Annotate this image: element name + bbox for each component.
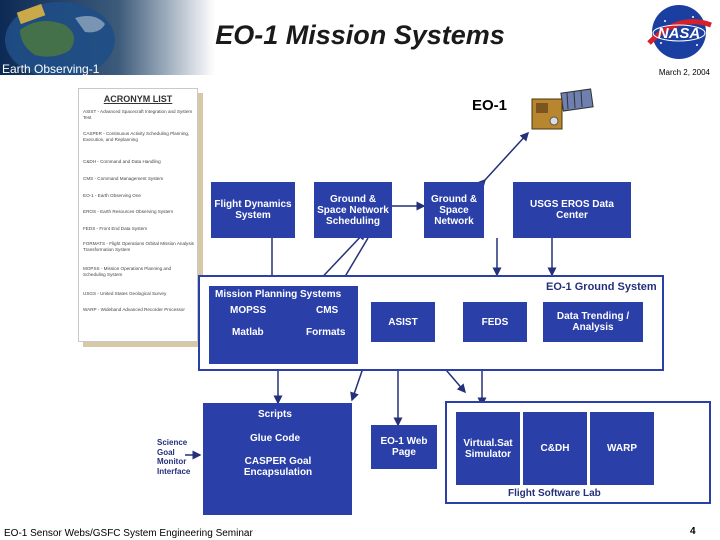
gsn-scheduling-box: Ground & Space Network Scheduling	[314, 182, 392, 238]
mopss-label: MOPSS	[230, 305, 267, 316]
asist-box: ASIST	[371, 302, 435, 342]
formats-label: Formats	[306, 327, 346, 338]
cms-label: CMS	[316, 305, 339, 316]
flight-software-lab-label: Flight Software Lab	[508, 488, 601, 499]
cdh-box: C&DH	[523, 412, 587, 485]
flight-dynamics-box: Flight Dynamics System	[211, 182, 295, 238]
eo1-web-page-box: EO-1 Web Page	[371, 425, 437, 469]
usgs-eros-box: USGS EROS Data Center	[513, 182, 631, 238]
scripts-label: Scripts	[258, 409, 292, 420]
casper-label: CASPER Goal Encapsulation	[243, 456, 313, 478]
footer-seminar: EO-1 Sensor Webs/GSFC System Engineering…	[4, 528, 253, 539]
satellite-icon	[522, 85, 594, 135]
data-trending-box: Data Trending / Analysis	[543, 302, 643, 342]
nasa-logo: NASA	[643, 3, 715, 61]
acronym-item: ASIST - Advanced Spacecraft Integration …	[83, 109, 193, 120]
warp-box: WARP	[590, 412, 654, 485]
acronym-item: MOPSS - Mission Operations Planning and …	[83, 266, 172, 277]
acronym-item: FORMATS - Flight Operations Orbital Miss…	[83, 241, 194, 252]
acronym-item: WARP - Wideband Advanced Recorder Proces…	[83, 307, 185, 312]
acronym-item: CASPER - Continuous Activity Scheduling …	[83, 131, 190, 142]
feds-box: FEDS	[463, 302, 527, 342]
science-goal-label: Science Goal Monitor Interface	[157, 438, 191, 476]
matlab-label: Matlab	[232, 327, 264, 338]
page-number: 4	[690, 526, 696, 537]
acronym-list-panel: ACRONYM LIST ASIST - Advanced Spacecraft…	[78, 88, 198, 342]
mission-planning-box	[209, 286, 358, 364]
program-label: Earth Observing-1	[2, 62, 100, 76]
acronym-item: C&DH - Command and Data Handling	[83, 159, 161, 164]
glue-code-label: Glue Code	[250, 433, 301, 444]
acronym-item: EROS - Earth Resources Observing System	[83, 209, 174, 214]
acronym-item: CMS - Command Management System	[83, 176, 164, 181]
eo1-satellite-label: EO-1	[472, 97, 508, 114]
mission-planning-label: Mission Planning Systems	[215, 289, 342, 300]
earth-banner-image	[0, 0, 215, 75]
page-title: EO-1 Mission Systems	[215, 20, 505, 50]
ground-system-label: EO-1 Ground System	[546, 281, 657, 293]
nasa-logo-text: NASA	[658, 25, 701, 42]
acronym-item: USGS - United States Geological Survey	[83, 291, 167, 296]
slide-date: March 2, 2004	[658, 68, 710, 77]
scripts-block	[203, 403, 352, 515]
acronym-list-title: ACRONYM LIST	[103, 94, 173, 104]
ground-space-network-box: Ground & Space Network	[424, 182, 484, 238]
virtualsat-box: Virtual.Sat Simulator	[456, 412, 520, 485]
acronym-item: FEDS - Front End Data System	[83, 226, 148, 231]
acronym-item: EO-1 - Earth Observing One	[83, 193, 141, 198]
